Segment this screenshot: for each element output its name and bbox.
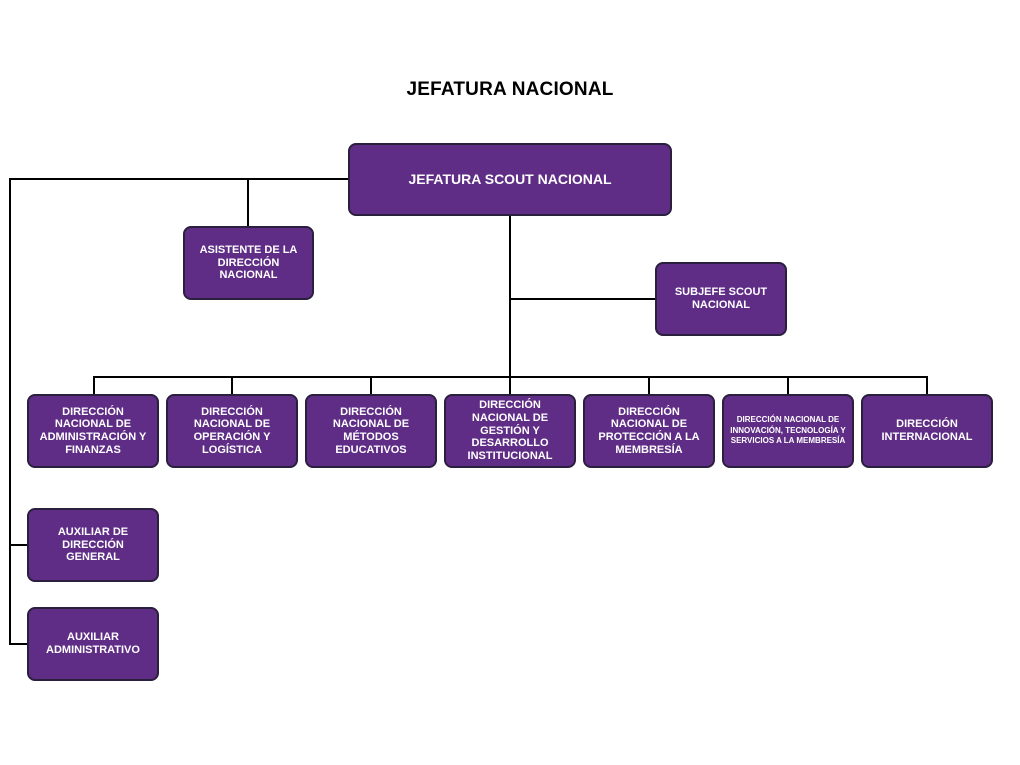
node-auxiliar-administrativo: AUXILIAR ADMINISTRATIVO <box>27 607 159 681</box>
chart-title: JEFATURA NACIONAL <box>406 79 614 100</box>
node-dir-internacional: DIRECCIÓN INTERNACIONAL <box>861 394 993 468</box>
node-dir-gestion: DIRECCIÓN NACIONAL DE GESTIÓN Y DESARROL… <box>444 394 576 468</box>
node-dir-proteccion: DIRECCIÓN NACIONAL DE PROTECCIÓN A LA ME… <box>583 394 715 468</box>
node-dir-operacion: DIRECCIÓN NACIONAL DE OPERACIÓN Y LOGÍST… <box>166 394 298 468</box>
node-subjefe-scout: SUBJEFE SCOUT NACIONAL <box>655 262 787 336</box>
node-dir-innovacion: DIRECCIÓN NACIONAL DE INNOVACIÓN, TECNOL… <box>722 394 854 468</box>
node-asistente-direccion: ASISTENTE DE LA DIRECCIÓN NACIONAL <box>183 226 314 300</box>
node-dir-administracion: DIRECCIÓN NACIONAL DE ADMINISTRACIÓN Y F… <box>27 394 159 468</box>
node-auxiliar-direccion-general: AUXILIAR DE DIRECCIÓN GENERAL <box>27 508 159 582</box>
node-dir-metodos: DIRECCIÓN NACIONAL DE MÉTODOS EDUCATIVOS <box>305 394 437 468</box>
node-jefatura-scout-nacional: JEFATURA SCOUT NACIONAL <box>348 143 672 216</box>
